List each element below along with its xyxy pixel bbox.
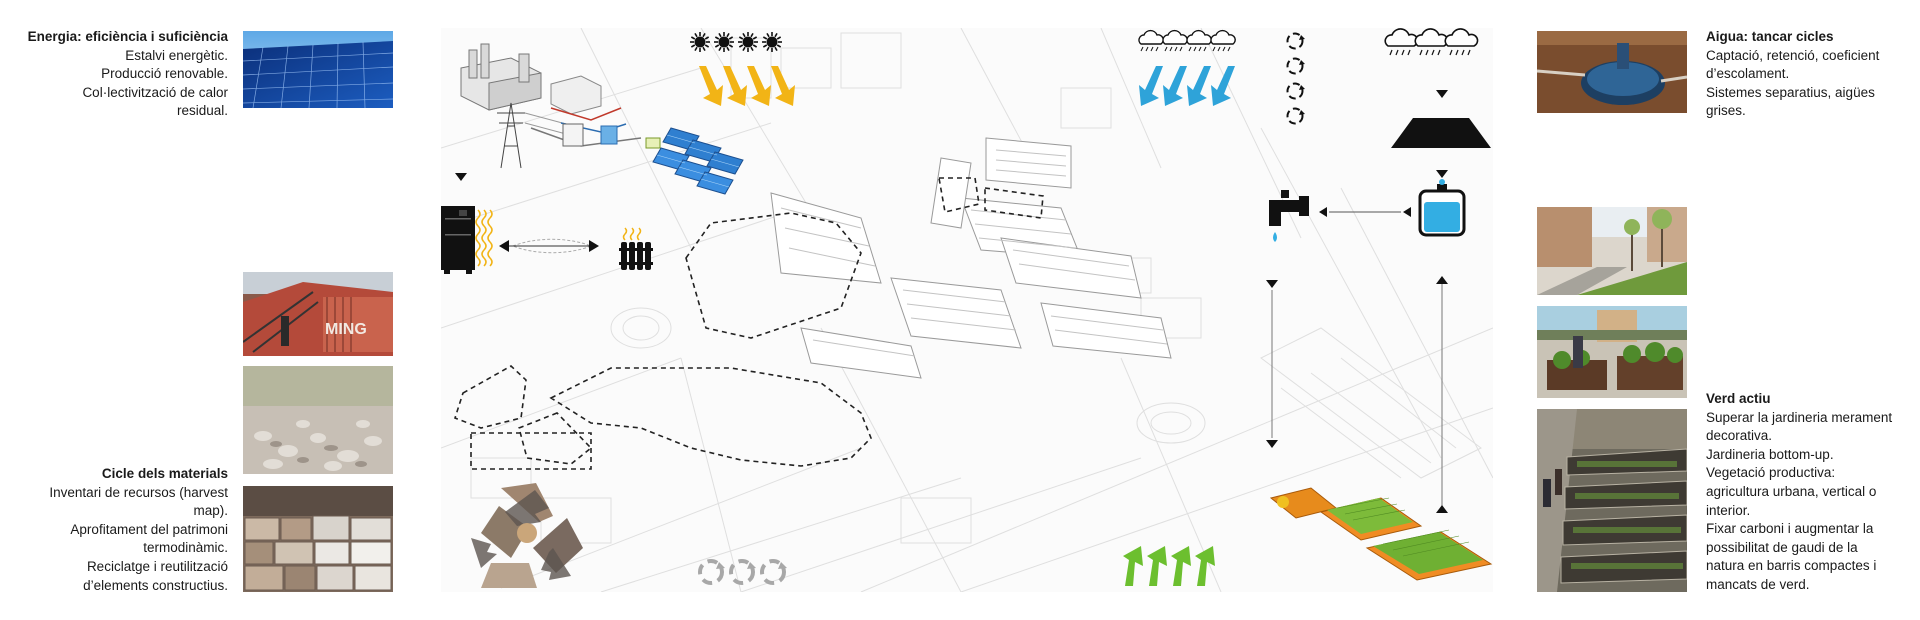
materials-line: Aprofitament del patrimoni — [70, 521, 228, 537]
energy-line: residual. — [176, 103, 228, 119]
recycle-cycle-icons — [698, 559, 787, 585]
materials-title: Cicle dels materials — [101, 466, 228, 481]
cloud-rain-icon — [1210, 29, 1236, 52]
radiator-heat-icon — [622, 227, 642, 241]
green-title: Verd actiu — [1706, 391, 1771, 406]
down-arrow-icon — [1436, 170, 1448, 178]
green-roof-icon — [1269, 487, 1493, 581]
rain-arrow-icon — [1211, 66, 1235, 106]
inverter-icon — [562, 123, 661, 149]
solar-panels-icon — [652, 127, 744, 195]
energy-line: Estalvi energètic. — [125, 47, 228, 63]
green-arrow-icon — [1171, 546, 1191, 586]
faucet-icon — [1269, 190, 1309, 242]
cycle-arrows-icon — [729, 559, 756, 585]
green-arrows — [1123, 546, 1215, 586]
water-text: Aigua: tancar cicles Captació, retenció,… — [1706, 28, 1916, 121]
container-crane-photo: MING — [243, 272, 393, 356]
catchment-funnel-icon — [1391, 118, 1491, 148]
cloud-rain-icon — [1444, 28, 1479, 56]
green-line: Fixar carboni i augmentar la — [1706, 521, 1874, 537]
cloud-rain-icon — [1162, 29, 1188, 52]
water-line: Sistemes separatius, aigües — [1706, 84, 1875, 100]
sun-icon — [738, 32, 758, 52]
green-line: agricultura urbana, vertical o — [1706, 483, 1877, 499]
street-greenery-photo — [1537, 207, 1687, 295]
cycle-arrows-icon — [698, 559, 725, 585]
materials-text: Cicle dels materials Inventari de recurs… — [10, 465, 228, 595]
tank-to-faucet-arrow — [1319, 207, 1411, 217]
green-line: interior. — [1706, 502, 1751, 518]
water-title: Aigua: tancar cicles — [1706, 29, 1834, 44]
recycle-icon — [471, 483, 583, 588]
cycle-arrows-icon — [1286, 82, 1305, 100]
green-line: Superar la jardineria merament — [1706, 409, 1893, 425]
materials-line: map). — [193, 503, 228, 519]
down-arrow-icon — [1436, 90, 1448, 98]
down-arrow-icon — [1266, 280, 1278, 288]
return-line — [1436, 276, 1448, 513]
green-arrow-icon — [1123, 546, 1143, 586]
rain-clouds-right — [1384, 28, 1479, 56]
cycle-arrows-icon — [760, 559, 787, 585]
cloud-rain-icon — [1384, 28, 1419, 56]
solar-panels-photo — [243, 31, 393, 108]
rain-arrow-icon — [1163, 66, 1187, 106]
cycle-arrows-icon — [1286, 32, 1305, 50]
urban-garden-photo — [1537, 306, 1687, 398]
energy-line: Col·lectivització de calor — [82, 84, 228, 100]
rain-arrow-icon — [1139, 66, 1163, 106]
rain-tank-photo — [1537, 31, 1687, 113]
down-arrow-icon — [455, 173, 467, 181]
sun-icon — [762, 32, 782, 52]
cycle-arrows-icon — [1286, 57, 1305, 75]
reclaimed-blocks-photo — [243, 486, 393, 592]
axonometric-diagram — [441, 28, 1493, 592]
sun-arrows — [699, 66, 795, 106]
radiator-icon — [619, 242, 653, 270]
heat-waves-icon — [475, 209, 493, 267]
cycle-arrows-icon — [1286, 107, 1305, 125]
boiler-icon — [441, 206, 475, 274]
materials-line: Inventari de recursos (harvest — [49, 484, 228, 500]
gravel-photo — [243, 366, 393, 474]
green-line: decorativa. — [1706, 428, 1773, 444]
materials-line: termodinàmic. — [143, 540, 228, 556]
rain-arrows — [1139, 66, 1235, 106]
green-arrow-icon — [1195, 546, 1215, 586]
water-line: grises. — [1706, 103, 1746, 119]
materials-line: d’elements constructius. — [83, 577, 228, 593]
energy-text: Energia: eficiència i suficiència Estalv… — [10, 28, 228, 121]
container-label: MING — [325, 321, 367, 338]
intervention-outlines — [454, 177, 1044, 470]
drain-line — [1266, 290, 1278, 448]
green-text: Verd actiu Superar la jardineria meramen… — [1706, 390, 1916, 595]
green-line: Jardineria bottom-up. — [1706, 446, 1834, 462]
power-plant-icon — [460, 43, 602, 115]
green-arrow-icon — [1147, 546, 1167, 586]
sun-arrow-icon — [747, 66, 771, 106]
green-line: Vegetació productiva: — [1706, 465, 1836, 481]
water-line: Captació, retenció, coeficient — [1706, 47, 1880, 63]
planter-terraces-photo — [1537, 409, 1687, 592]
green-line: mancats de verd. — [1706, 576, 1810, 592]
heat-transfer-link — [499, 238, 599, 254]
rain-clouds — [1138, 29, 1236, 52]
rain-arrow-icon — [1187, 66, 1211, 106]
sun-icon — [690, 32, 710, 52]
materials-line: Reciclatge i reutilització — [86, 558, 228, 574]
sun-arrow-icon — [699, 66, 723, 106]
sun-arrow-icon — [723, 66, 747, 106]
energy-line: Producció renovable. — [101, 66, 228, 82]
green-line: possibilitat de gaudi de la — [1706, 539, 1858, 555]
green-line: natura en barris compactes i — [1706, 558, 1877, 574]
cycle-arrows-column — [1286, 32, 1305, 125]
sun-icon — [714, 32, 734, 52]
sun-icons — [690, 32, 782, 52]
water-tank-icon — [1418, 179, 1466, 237]
central-buildings — [770, 137, 1172, 379]
water-line: d’escolament. — [1706, 66, 1790, 82]
energy-title: Energia: eficiència i suficiència — [27, 29, 228, 44]
sun-arrow-icon — [771, 66, 795, 106]
